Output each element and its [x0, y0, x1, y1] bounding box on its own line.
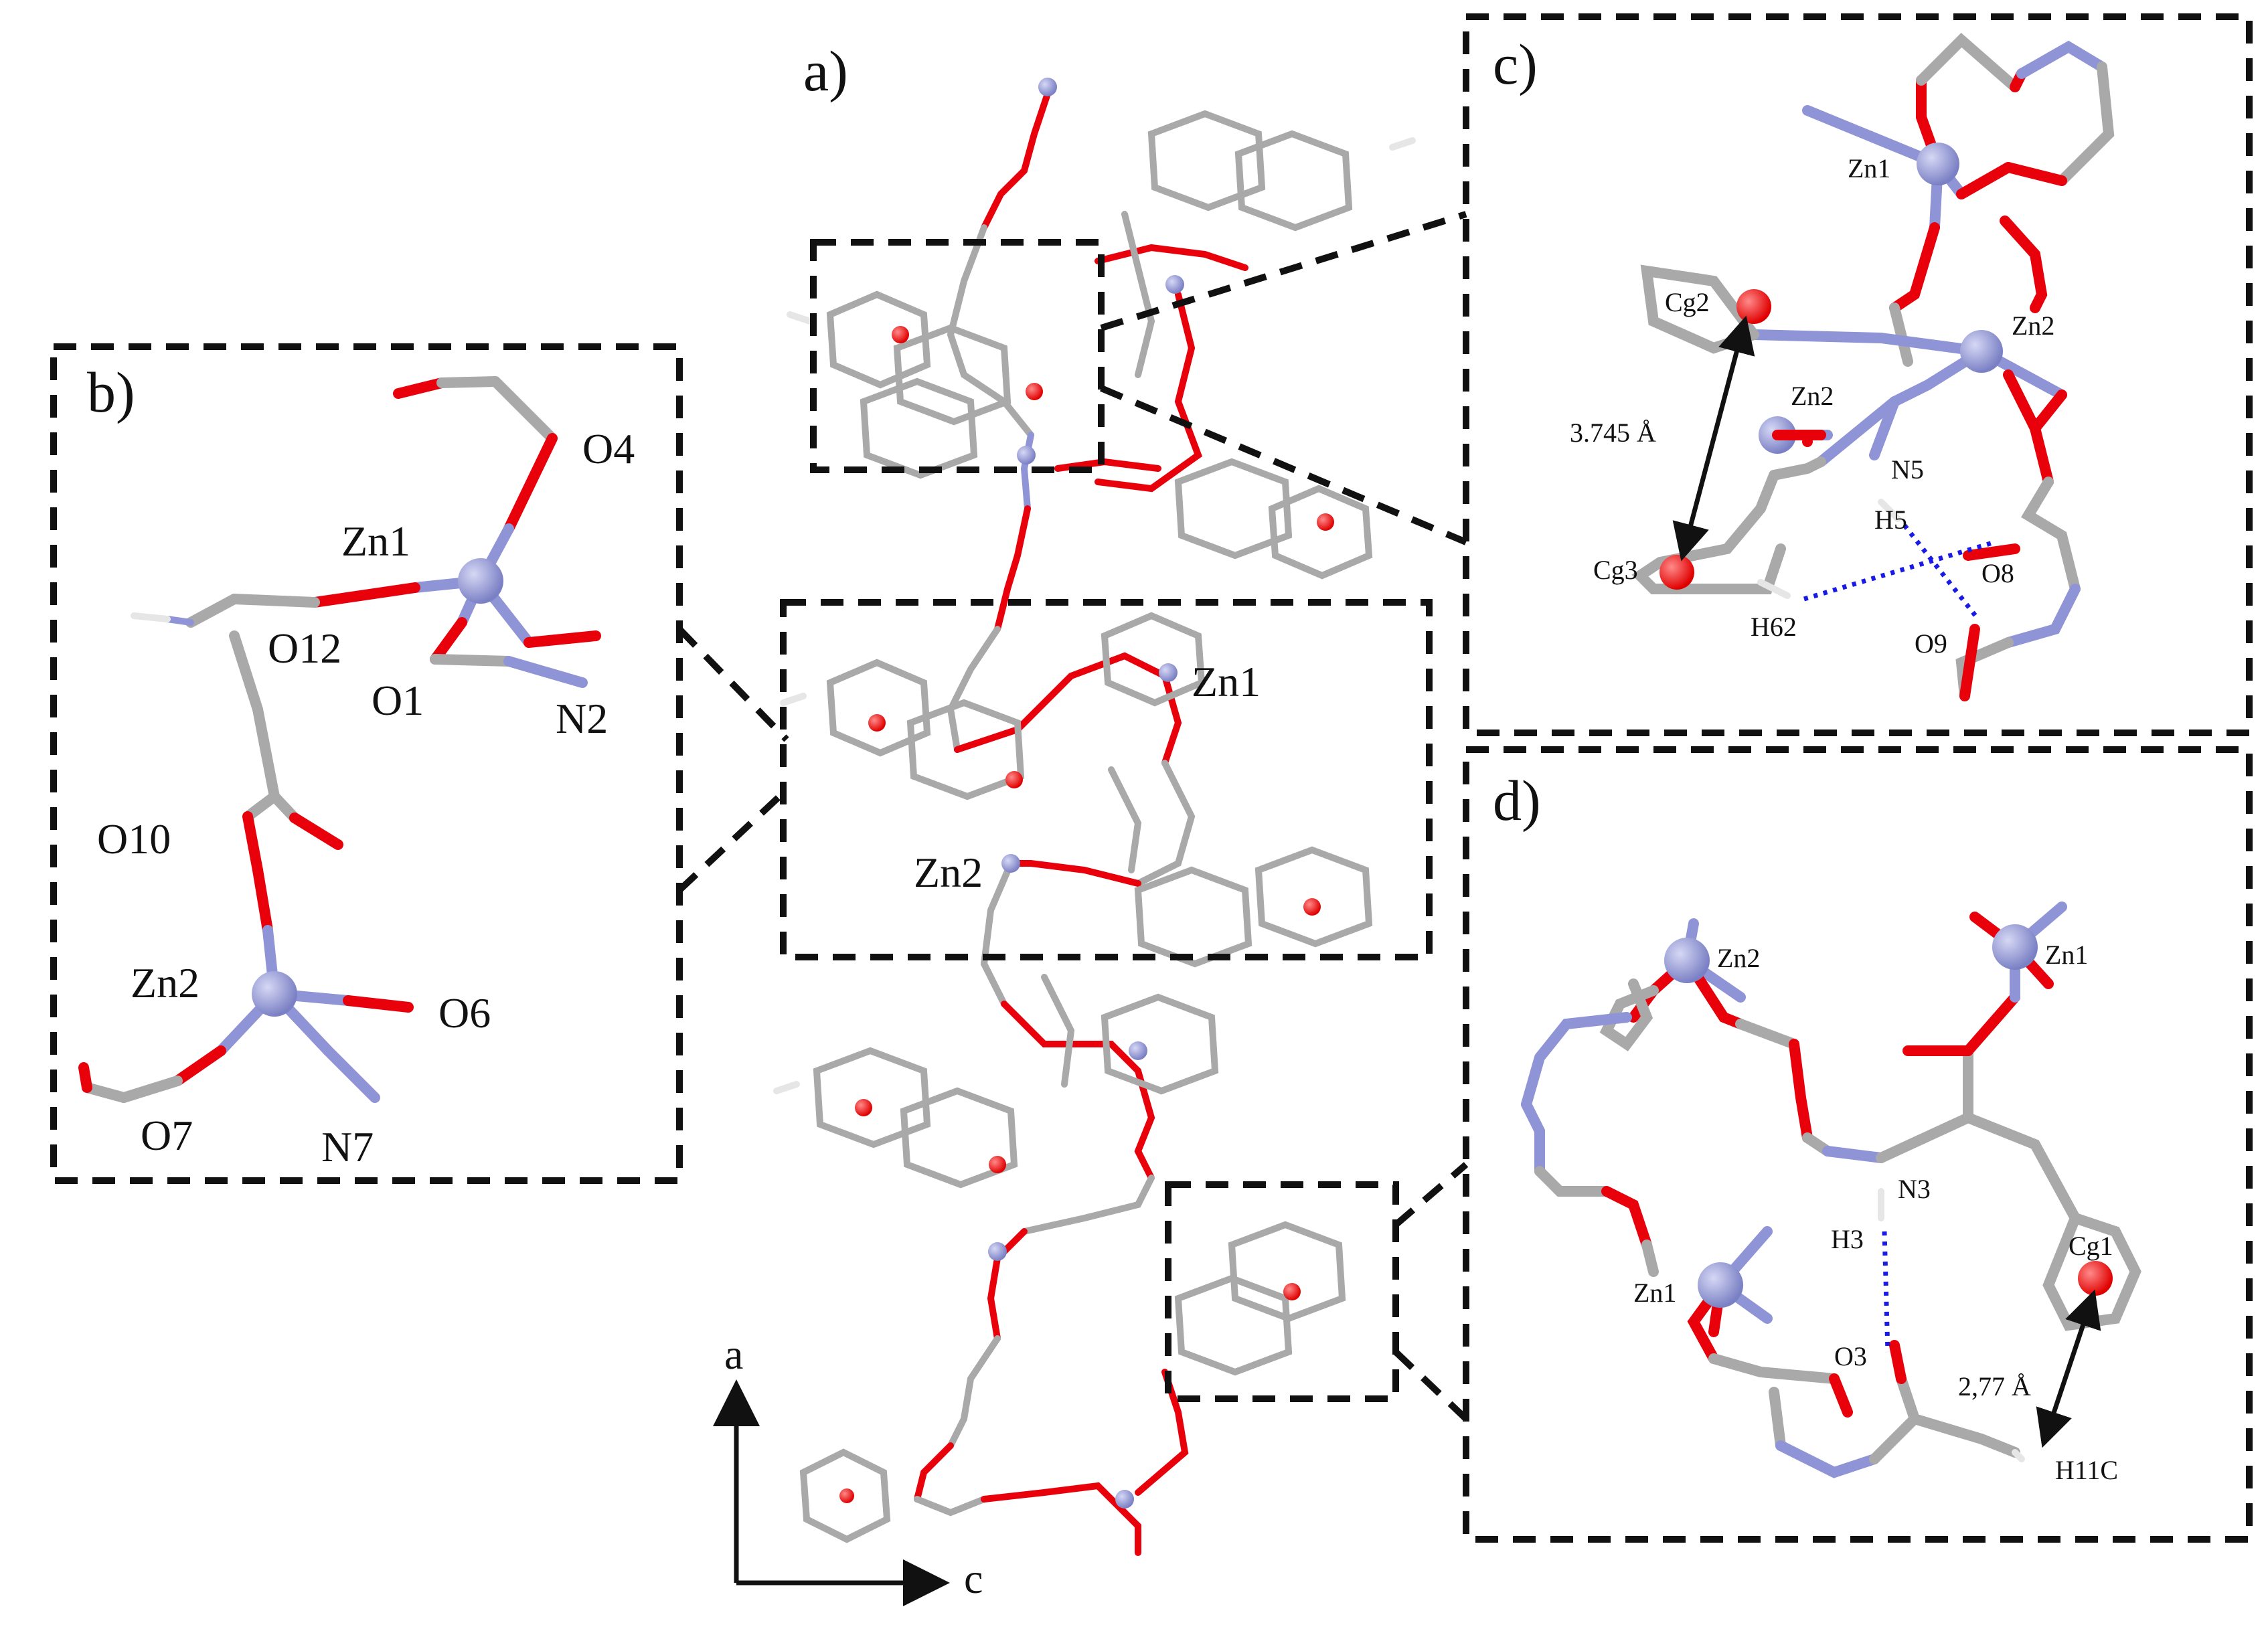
- panel-b-frame: [50, 343, 683, 1184]
- distance-arrow-icon: [2036, 1289, 2101, 1448]
- leader-b-bottom: [677, 787, 789, 893]
- atom-label-zn1-d: Zn1: [2045, 940, 2088, 970]
- atom-label-o6: O6: [438, 989, 491, 1037]
- zn-atom-a-4: [988, 1242, 1007, 1261]
- panel-a-tag: a): [803, 39, 848, 103]
- atom-label-zn2: Zn2: [131, 959, 199, 1007]
- cg3-centroid-icon: [1659, 555, 1694, 590]
- centroid-icon: [1026, 383, 1043, 400]
- inset-d-frame: [1165, 1181, 1399, 1402]
- panel-a-rings: [773, 110, 1416, 1543]
- centroid-icon: [989, 1156, 1006, 1173]
- panel-d: d): [1463, 746, 2253, 1543]
- atom-label-o9: O9: [1915, 628, 1947, 659]
- panel-a: a): [713, 39, 1433, 1606]
- atom-label-o8: O8: [1981, 558, 2014, 588]
- centroid-icon: [1283, 1283, 1301, 1300]
- leader-b-top: [677, 626, 789, 742]
- atom-label-n3: N3: [1898, 1174, 1931, 1204]
- atom-label-zn1-a: Zn1: [1192, 658, 1261, 705]
- axis-label-c: c: [964, 1555, 983, 1602]
- panel-c-structure: [1631, 33, 2115, 701]
- zn1-atom-c: [1917, 143, 1959, 185]
- panel-c-frame: [1463, 13, 2253, 736]
- atom-label-o7: O7: [141, 1112, 193, 1159]
- zn-atom-a-1: [1165, 275, 1184, 294]
- atom-label-o10: O10: [97, 815, 171, 863]
- atom-label-n2: N2: [556, 695, 608, 742]
- atom-label-cg2: Cg2: [1665, 287, 1710, 317]
- zn2-atom-c: [1960, 330, 2003, 373]
- panel-c: c): [1463, 13, 2253, 736]
- hbond-h62-o8: [1803, 539, 1996, 602]
- atom-label-cg3: Cg3: [1593, 555, 1638, 585]
- atom-label-o4: O4: [582, 425, 635, 473]
- distance-arrow-icon: [1672, 315, 1755, 562]
- axis-label-a: a: [724, 1331, 743, 1378]
- atom-label-h62: H62: [1751, 612, 1797, 642]
- atom-label-zn2-d: Zn2: [1717, 943, 1760, 973]
- cg2-centroid-icon: [1736, 289, 1771, 324]
- zn-atom-a-top: [1038, 78, 1057, 96]
- atom-label-o3: O3: [1834, 1341, 1867, 1371]
- zn1-atom-d-2: [1698, 1262, 1743, 1308]
- zn-atom-a-2: [1017, 446, 1036, 464]
- cg1-centroid-icon: [2078, 1261, 2113, 1296]
- atom-label-zn2-a: Zn2: [914, 849, 983, 896]
- panel-a-chain: [914, 90, 1248, 1556]
- zn1-atom-d: [1992, 924, 2038, 970]
- panel-c-tag: c): [1493, 32, 1538, 96]
- leader-d-top: [1393, 1162, 1469, 1227]
- inset-b-frame: [780, 599, 1433, 960]
- atom-label-zn2-c: Zn2: [2012, 311, 2054, 341]
- panel-d-tag: d): [1493, 768, 1541, 833]
- hbond-h3-o3: [1882, 1231, 1890, 1353]
- zn1-atom-b: [458, 558, 503, 604]
- zn2-atom-d: [1664, 938, 1710, 983]
- atom-label-cg1: Cg1: [2069, 1231, 2113, 1261]
- panel-d-frame: [1463, 746, 2253, 1543]
- centroid-icon: [892, 326, 909, 343]
- atom-label-zn2-c-2: Zn2: [1791, 381, 1834, 411]
- centroid-icon: [839, 1488, 854, 1503]
- atom-label-zn1: Zn1: [341, 517, 410, 565]
- atom-label-o1: O1: [372, 677, 424, 724]
- atom-label-n5: N5: [1891, 454, 1924, 485]
- panel-d-structure: [1521, 902, 2141, 1478]
- panel-b-structure: [78, 376, 601, 1103]
- atom-label-h5: H5: [1874, 505, 1907, 535]
- distance-label-c: 3.745 Å: [1570, 418, 1656, 448]
- panel-b: b): [50, 343, 683, 1184]
- distance-label-d: 2,77 Å: [1958, 1371, 2031, 1401]
- atom-label-n7: N7: [321, 1123, 374, 1171]
- centroid-icon: [1317, 513, 1334, 531]
- leader-d-bottom: [1393, 1349, 1469, 1422]
- atom-label-o12: O12: [268, 624, 341, 672]
- leader-c-bottom: [1100, 385, 1467, 545]
- zn2-atom-b: [252, 971, 297, 1017]
- panel-b-tag: b): [87, 360, 135, 424]
- zn-atom-a-3: [1129, 1041, 1147, 1060]
- leader-c-top: [1100, 211, 1467, 331]
- atom-label-h3: H3: [1831, 1224, 1864, 1254]
- atom-label-zn1-d-2: Zn1: [1633, 1278, 1676, 1308]
- zn-atom-a-5: [1115, 1490, 1134, 1509]
- atom-label-h11c: H11C: [2055, 1455, 2118, 1485]
- hbond-h5-o9: [1902, 523, 1980, 621]
- centroid-icon: [855, 1099, 872, 1116]
- centroid-icon: [868, 714, 886, 732]
- zn2-atom-a: [1001, 854, 1020, 873]
- centroid-icon: [1005, 771, 1023, 788]
- inset-c-frame: [810, 239, 1105, 473]
- atom-label-zn1-c: Zn1: [1848, 153, 1890, 183]
- centroid-icon: [1303, 898, 1321, 916]
- zn1-atom-a: [1159, 663, 1178, 682]
